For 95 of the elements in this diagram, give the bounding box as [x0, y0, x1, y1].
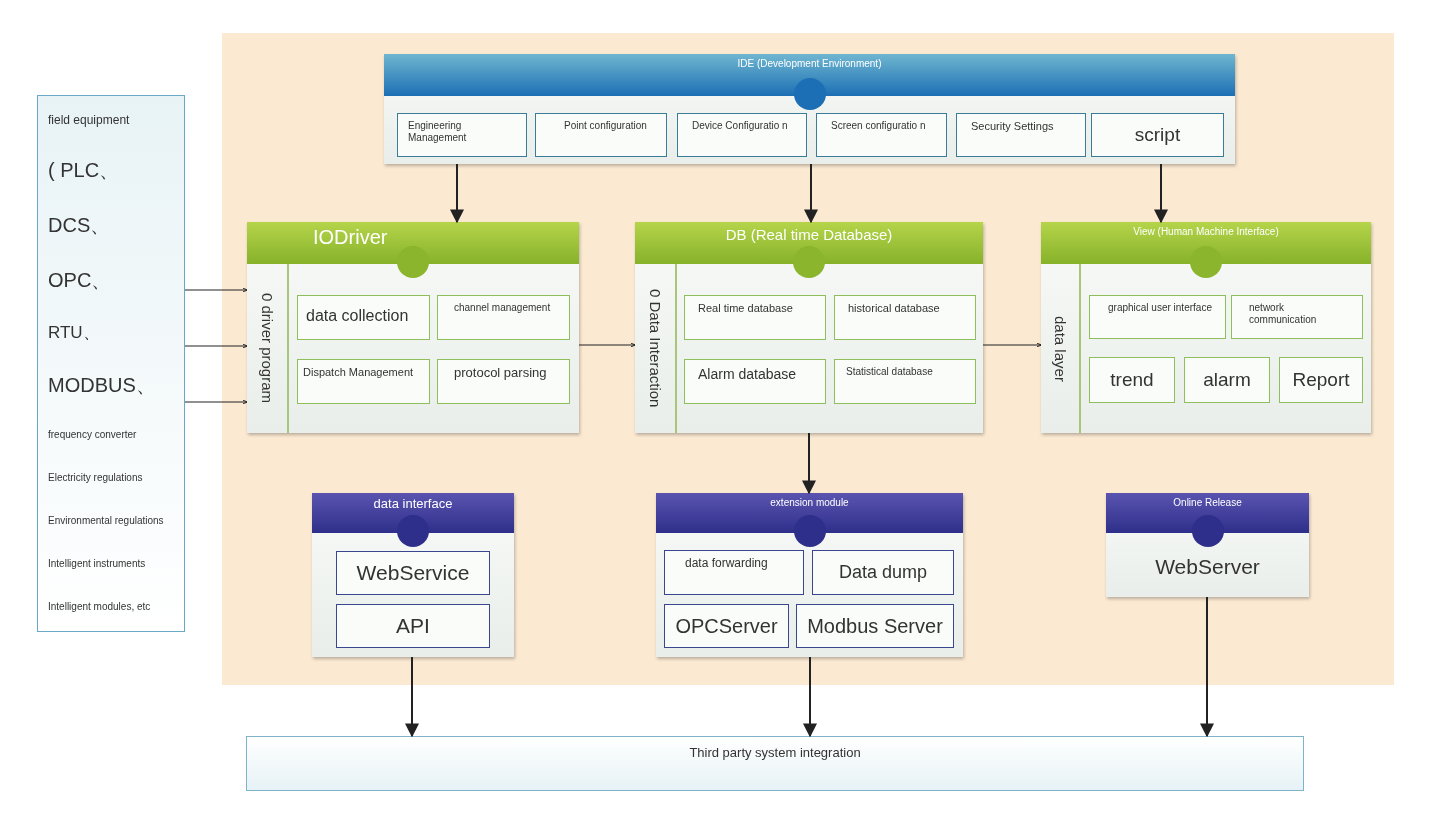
box-label: WebService	[356, 560, 470, 586]
function-box	[684, 359, 826, 404]
function-box	[1089, 295, 1226, 339]
arrow	[184, 399, 248, 405]
function-box	[677, 113, 807, 157]
panel-title: DB (Real time Database)	[724, 226, 894, 244]
module-panel	[1106, 493, 1309, 597]
arrow	[184, 287, 248, 293]
box-label: Security Settings	[971, 120, 1055, 133]
function-box	[816, 113, 947, 157]
panel-text: WebServer	[1154, 555, 1261, 580]
device-item: frequency converter	[48, 429, 138, 441]
box-label: Point configuration	[564, 120, 648, 132]
function-box	[1089, 357, 1175, 403]
panel-title: data interface	[372, 497, 454, 512]
function-box	[1091, 113, 1224, 157]
box-label: graphical user interface	[1108, 302, 1213, 314]
module-panel	[1041, 222, 1371, 433]
box-label: data forwarding	[685, 557, 769, 571]
panel-title: IODriver	[313, 226, 388, 249]
arrow	[578, 342, 636, 348]
box-label: data collection	[306, 307, 410, 326]
column-label: 0 driver program	[258, 293, 276, 404]
box-label: Third party system integration	[688, 746, 862, 761]
arrow	[1154, 163, 1168, 224]
device-item: Electricity regulations	[48, 472, 144, 484]
device-item: Environmental regulations	[48, 515, 165, 527]
column-label: data layer	[1051, 315, 1069, 382]
function-box	[336, 551, 490, 595]
function-box	[297, 359, 430, 404]
box-label: Screen configuratio n	[831, 120, 927, 132]
device-item: MODBUS、	[48, 374, 157, 398]
function-box	[397, 113, 527, 157]
arrow	[450, 163, 464, 224]
arrow	[405, 656, 419, 738]
module-panel	[384, 54, 1235, 164]
module-panel	[247, 222, 579, 433]
panel-title: Online Release	[1172, 497, 1243, 509]
function-box	[297, 295, 430, 340]
arrow	[804, 163, 818, 224]
device-item: RTU、	[48, 323, 101, 343]
module-panel	[635, 222, 983, 433]
panel-title: extension module	[769, 497, 850, 509]
box-label: protocol parsing	[454, 366, 548, 381]
function-box	[1279, 357, 1363, 403]
function-box	[1184, 357, 1270, 403]
function-box	[834, 359, 976, 404]
box-label: Dispatch Management	[303, 366, 415, 379]
column-label: 0 Data Interaction	[646, 289, 664, 408]
function-box	[535, 113, 667, 157]
panel-title: View (Human Machine Interface)	[1132, 226, 1280, 238]
function-box	[812, 550, 954, 595]
module-panel	[312, 493, 514, 657]
device-item: OPC、	[48, 268, 113, 292]
function-box	[336, 604, 490, 648]
function-box	[684, 295, 826, 340]
box-label: Data dump	[838, 562, 928, 583]
function-box	[437, 295, 570, 340]
arrow	[982, 342, 1042, 348]
device-item: Intelligent instruments	[48, 558, 147, 570]
box-label: OPCServer	[675, 614, 778, 638]
function-box	[796, 604, 954, 648]
device-list-panel	[37, 95, 185, 632]
device-item: DCS、	[48, 214, 112, 237]
box-label: channel management	[454, 302, 552, 314]
box-label: Modbus Server	[807, 614, 943, 638]
arrow	[184, 343, 248, 349]
box-label: API	[396, 613, 430, 639]
box-label: historical database	[848, 302, 941, 315]
arrow	[1200, 596, 1214, 738]
arrow	[803, 656, 817, 738]
integration-bar	[246, 736, 1304, 791]
panel-title: IDE (Development Environment)	[736, 58, 883, 70]
panel-background	[222, 33, 1394, 685]
device-item: field equipment	[48, 114, 131, 128]
device-item: ( PLC、	[48, 159, 121, 183]
arrow	[802, 432, 816, 495]
box-label: Alarm database	[698, 366, 798, 383]
box-label: trend	[1110, 369, 1154, 391]
function-box	[834, 295, 976, 340]
box-label: alarm	[1203, 369, 1251, 391]
box-label: Real time database	[698, 302, 794, 315]
box-label: Report	[1292, 369, 1350, 391]
function-box	[664, 604, 789, 648]
box-label: script	[1134, 124, 1181, 146]
function-box	[437, 359, 570, 404]
function-box	[664, 550, 804, 595]
box-label: Statistical database	[846, 366, 934, 378]
box-label: network communication	[1249, 302, 1318, 325]
module-panel	[656, 493, 963, 657]
box-label: Engineering Management	[408, 120, 468, 143]
function-box	[956, 113, 1086, 157]
box-label: Device Configuratio n	[692, 120, 789, 132]
function-box	[1231, 295, 1363, 339]
device-item: Intelligent modules, etc	[48, 601, 152, 613]
